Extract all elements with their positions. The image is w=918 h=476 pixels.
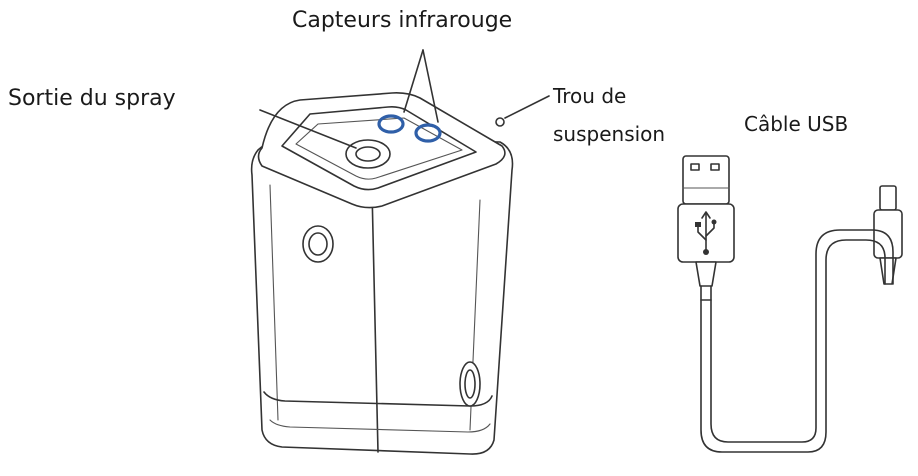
micro-usb-housing — [873, 209, 903, 259]
usb-icon — [695, 211, 717, 255]
charging-port — [459, 361, 481, 407]
side-button — [302, 225, 334, 263]
usb-a-plug-metal — [682, 155, 730, 205]
micro-usb-plug-metal — [879, 185, 897, 211]
leader-spray-outlet — [259, 109, 357, 149]
infrared-sensor-right — [414, 123, 442, 143]
label-hang-hole-line1: Trou de — [553, 84, 627, 108]
hanging-hole — [495, 117, 505, 127]
label-infrared-sensors: Capteurs infrarouge — [292, 8, 513, 33]
infrared-sensor-left — [377, 114, 405, 134]
spray-outlet-nozzle — [345, 139, 391, 169]
usb-cable-wire-inner — [710, 229, 894, 443]
leader-hang-hole — [504, 95, 550, 119]
leader-lines — [259, 49, 550, 149]
usb-cable — [677, 155, 903, 453]
leader-sensor-left — [403, 49, 424, 113]
label-spray-outlet: Sortie du spray — [8, 86, 176, 111]
dispenser-device — [250, 92, 514, 455]
leader-sensor-right — [422, 49, 439, 123]
label-usb-cable: Câble USB — [744, 112, 849, 136]
label-hang-hole-line2: suspension — [553, 122, 666, 146]
usb-cable-wire-outer — [700, 239, 886, 453]
